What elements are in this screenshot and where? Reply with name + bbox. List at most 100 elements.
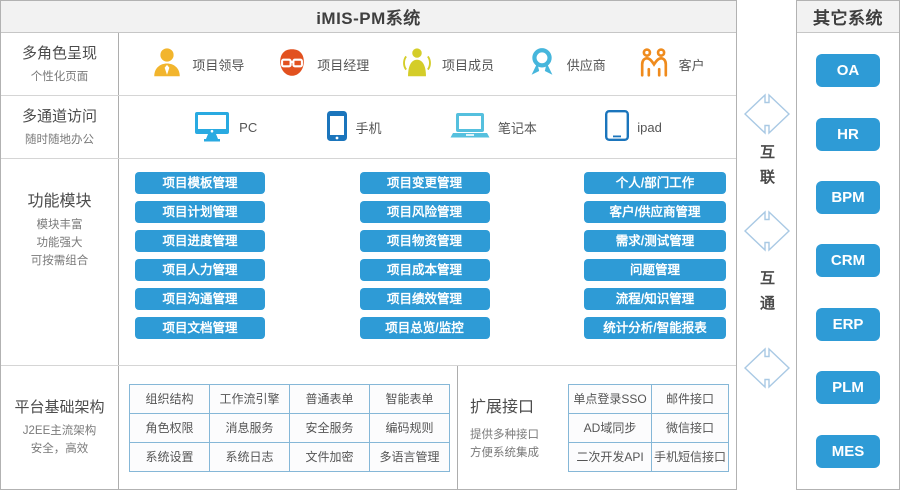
role-item-customer: 客户 (637, 46, 705, 83)
platform-cell: 角色权限 (130, 413, 209, 442)
modules-subtitle-line: 模块丰富 (36, 219, 83, 231)
module-button[interactable]: 项目人力管理 (135, 259, 265, 281)
platform-cell: 安全服务 (290, 413, 369, 442)
double-arrow-icon (743, 208, 791, 259)
row-bottom: 平台基础架构 J2EE主流架构 安全，高效 组织结构 工作流引擎 普通表单 智能… (1, 366, 736, 489)
role-label: 项目领导 (192, 57, 245, 73)
modules-subtitle-line: 功能强大 (36, 236, 83, 249)
system-button-plm[interactable]: PLM (816, 371, 880, 405)
intercommunicate-label: 互通 (758, 270, 775, 320)
extension-cell: 微信接口 (652, 413, 728, 442)
module-button[interactable]: 流程/知识管理 (584, 288, 726, 310)
leader-icon (150, 46, 184, 83)
module-button[interactable]: 项目风险管理 (359, 201, 490, 223)
main-header: iMIS-PM系统 (1, 1, 736, 33)
channel-label: 手机 (355, 120, 382, 136)
extension-grid: 单点登录SSO 邮件接口 AD域同步 微信接口 二次开发API 手机短信接口 (568, 383, 729, 472)
roles-label: 多角色呈现 个性化页面 (1, 33, 119, 95)
module-button[interactable]: 项目沟通管理 (135, 288, 265, 310)
laptop-icon (450, 111, 490, 144)
system-button-erp[interactable]: ERP (816, 307, 880, 341)
channels-content: PC 手机 笔记本 (119, 96, 736, 158)
channels-title: 多通道访问 (21, 107, 97, 125)
platform-cell: 智能表单 (370, 384, 449, 413)
module-button[interactable]: 需求/测试管理 (584, 230, 726, 252)
module-button[interactable]: 统计分析/智能报表 (584, 317, 726, 339)
ipad-icon (605, 110, 630, 144)
module-button[interactable]: 项目变更管理 (359, 172, 490, 194)
platform-subtitle-line: J2EE主流架构 (22, 425, 97, 438)
system-button-hr[interactable]: HR (816, 117, 880, 151)
page-title: iMIS-PM系统 (316, 9, 421, 28)
connector-area: 互联 互通 (737, 0, 796, 490)
module-button[interactable]: 客户/供应商管理 (584, 201, 726, 223)
channel-item-pc: PC (193, 109, 257, 146)
platform-cell: 系统日志 (210, 442, 289, 471)
role-label: 项目经理 (317, 57, 370, 73)
channel-item-phone: 手机 (326, 110, 382, 145)
extension-section: 扩展接口 提供多种接口 方便系统集成 单点登录SSO 邮件接口 AD域同步 微信… (458, 366, 736, 489)
platform-cell: 编码规则 (370, 413, 449, 442)
extension-subtitle-line: 方便系统集成 (470, 446, 539, 459)
roles-title: 多角色呈现 (21, 44, 97, 62)
modules-label: 功能模块 模块丰富 功能强大 可按需组合 (1, 159, 119, 365)
platform-cell: 文件加密 (290, 442, 369, 471)
channel-item-ipad: ipad (605, 110, 662, 144)
member-icon (400, 46, 434, 83)
extension-cell: 手机短信接口 (652, 442, 728, 471)
row-channels: 多通道访问 随时随地办公 PC (1, 96, 736, 159)
extension-subtitle-line: 提供多种接口 (470, 428, 539, 441)
extension-cell: 邮件接口 (652, 384, 728, 413)
platform-subtitle: J2EE主流架构 安全，高效 (23, 423, 97, 459)
modules-column-1: 项目模板管理 项目计划管理 项目进度管理 项目人力管理 项目沟通管理 项目文档管… (135, 172, 265, 365)
platform-cell: 普通表单 (290, 384, 369, 413)
module-button[interactable]: 个人/部门工作 (584, 172, 726, 194)
other-systems-panel: 其它系统 OA HR BPM CRM ERP PLM MES (796, 0, 900, 490)
channel-label: 笔记本 (497, 120, 537, 136)
extension-title: 扩展接口 (470, 398, 535, 416)
module-button[interactable]: 项目绩效管理 (359, 288, 490, 310)
system-button-oa[interactable]: OA (816, 54, 880, 88)
extension-cell: 二次开发API (569, 442, 651, 471)
platform-cell: 消息服务 (210, 413, 289, 442)
platform-label: 平台基础架构 J2EE主流架构 安全，高效 (1, 366, 119, 489)
platform-cell: 组织结构 (130, 384, 209, 413)
customer-icon (637, 46, 671, 83)
manager-icon (275, 46, 309, 83)
double-arrow-icon (743, 91, 791, 142)
modules-title: 功能模块 (27, 193, 92, 210)
roles-content: 项目领导 项目经理 (119, 33, 736, 95)
other-systems-list: OA HR BPM CRM ERP PLM MES (797, 33, 899, 489)
system-button-crm[interactable]: CRM (816, 244, 880, 278)
role-item-manager: 项目经理 (275, 46, 369, 83)
channel-item-laptop: 笔记本 (450, 111, 537, 144)
interconnect-label: 互联 (758, 144, 775, 194)
platform-title: 平台基础架构 (14, 399, 105, 417)
modules-column-2: 项目变更管理 项目风险管理 项目物资管理 项目成本管理 项目绩效管理 项目总览/… (359, 172, 490, 365)
module-button[interactable]: 项目模板管理 (135, 172, 265, 194)
module-button[interactable]: 问题管理 (584, 259, 726, 281)
platform-cell: 多语言管理 (370, 442, 449, 471)
module-button[interactable]: 项目成本管理 (359, 259, 490, 281)
module-button[interactable]: 项目进度管理 (135, 230, 265, 252)
extension-cell: AD域同步 (569, 413, 651, 442)
modules-content: 项目模板管理 项目计划管理 项目进度管理 项目人力管理 项目沟通管理 项目文档管… (119, 159, 736, 365)
system-button-bpm[interactable]: BPM (816, 181, 880, 215)
platform-grid: 组织结构 工作流引擎 普通表单 智能表单 角色权限 消息服务 安全服务 编码规则… (129, 383, 450, 472)
module-button[interactable]: 项目文档管理 (135, 317, 265, 339)
system-button-mes[interactable]: MES (816, 434, 880, 468)
role-label: 项目成员 (441, 57, 494, 73)
role-label: 客户 (678, 57, 705, 73)
extension-label: 扩展接口 提供多种接口 方便系统集成 (466, 393, 562, 463)
module-button[interactable]: 项目计划管理 (135, 201, 265, 223)
module-button[interactable]: 项目总览/监控 (359, 317, 490, 339)
main-panel: iMIS-PM系统 多角色呈现 个性化页面 项目领导 (0, 0, 737, 490)
module-button[interactable]: 项目物资管理 (359, 230, 490, 252)
role-item-member: 项目成员 (400, 46, 494, 83)
role-label: 供应商 (566, 57, 606, 73)
other-systems-header: 其它系统 (797, 1, 899, 33)
channels-label: 多通道访问 随时随地办公 (1, 96, 119, 158)
platform-cell: 系统设置 (130, 442, 209, 471)
channel-label: PC (239, 119, 258, 135)
modules-subtitle: 模块丰富 功能强大 可按需组合 (31, 217, 89, 270)
